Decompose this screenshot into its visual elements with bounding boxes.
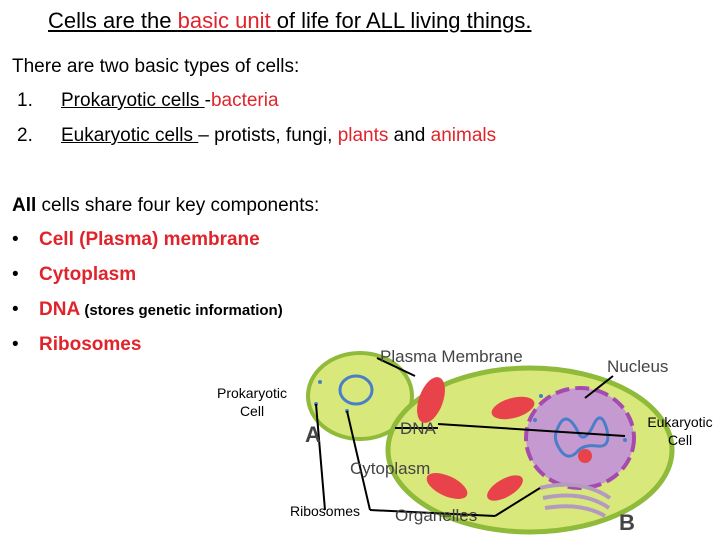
animals-text: animals [430,125,497,146]
ribosome-dot [533,418,537,422]
component-item: • Cell (Plasma) membrane [12,229,260,251]
eukaryotic-label: Eukaryotic cells [61,125,199,146]
organelle-shape [426,473,468,499]
slide-title: Cells are the basic unit of life for ALL… [48,8,531,34]
eukaryotic-examples: – protists, fungi, [198,125,338,146]
ribosome-dot [318,380,322,384]
organelles-leader-b [494,487,541,517]
nucleus-shape [524,386,636,490]
organelles-leader [369,509,496,517]
cell-diagram: Plasma Membrane Nucleus DNA Cytoplasm Or… [295,338,680,535]
component-label: DNA [39,299,81,320]
and-text: and [388,125,431,146]
label-b: B [619,510,635,535]
nucleus-label: Nucleus [607,357,668,376]
cell-type-eukaryotic: 2. Eukaryotic cells – protists, fungi, pl… [12,125,496,147]
component-item: • Ribosomes [12,334,141,356]
nucleolus-shape [578,449,592,463]
dna-leader-b [437,423,626,437]
organelles-label: Organelles [395,506,477,525]
dna-label: DNA [400,419,437,438]
prokaryotic-caption: Prokaryotic Cell [209,384,295,420]
component-label: Cell (Plasma) membrane [39,229,260,250]
er-folds-shape [539,482,612,518]
organelle-shape [487,475,523,501]
label-a: A [305,422,321,447]
component-label: Cytoplasm [39,264,137,285]
bullet-icon: • [12,264,19,285]
all-text: All [12,195,37,216]
caption-line: Eukaryotic [647,414,713,430]
bullet-icon: • [12,229,19,250]
bullet-icon: • [12,299,19,320]
organelle-shape [417,377,445,423]
list-number: 2. [17,125,33,146]
bullet-icon: • [12,334,19,355]
title-text-1: Cells are the [48,8,178,33]
components-lead: cells share four key components: [36,195,320,216]
prokaryotic-dna-ring [338,374,374,406]
caption-line: Cell [239,403,265,419]
list-number: 1. [17,90,33,111]
plants-text: plants [337,125,389,146]
eukaryotic-caption: Eukaryotic Cell [640,413,720,449]
title-highlight: basic unit [177,8,277,33]
separator: - [204,90,211,111]
component-item: • Cytoplasm [12,264,136,286]
ribosome-dot [623,438,627,442]
component-note: (stores genetic information) [80,302,283,319]
ribosome-leader-b [346,410,371,511]
components-intro: All cells share four key components: [12,195,319,217]
component-label: Ribosomes [39,334,142,355]
plasma-membrane-label: Plasma Membrane [380,347,523,366]
caption-line: Prokaryotic [216,385,288,401]
bacteria-text: bacteria [210,90,279,111]
nucleus-leader [584,375,614,399]
organelle-shape [491,396,535,420]
cytoplasm-label: Cytoplasm [350,459,430,478]
title-text-2: of life for ALL living things. [276,8,532,33]
ribosome-dot [539,394,543,398]
plasma-membrane-leader [376,357,416,377]
prokaryotic-cell-shape [306,351,414,441]
ribosomes-caption: Ribosomes [290,503,361,519]
ribosome-leader-a [315,403,326,511]
component-item: • DNA (stores genetic information) [12,299,283,321]
intro-text: There are two basic types of cells: [12,56,300,77]
prokaryotic-label: Prokaryotic cells [61,90,205,111]
cell-type-prokaryotic: 1. Prokaryotic cells -bacteria [12,90,279,112]
caption-line: Cell [667,432,693,448]
